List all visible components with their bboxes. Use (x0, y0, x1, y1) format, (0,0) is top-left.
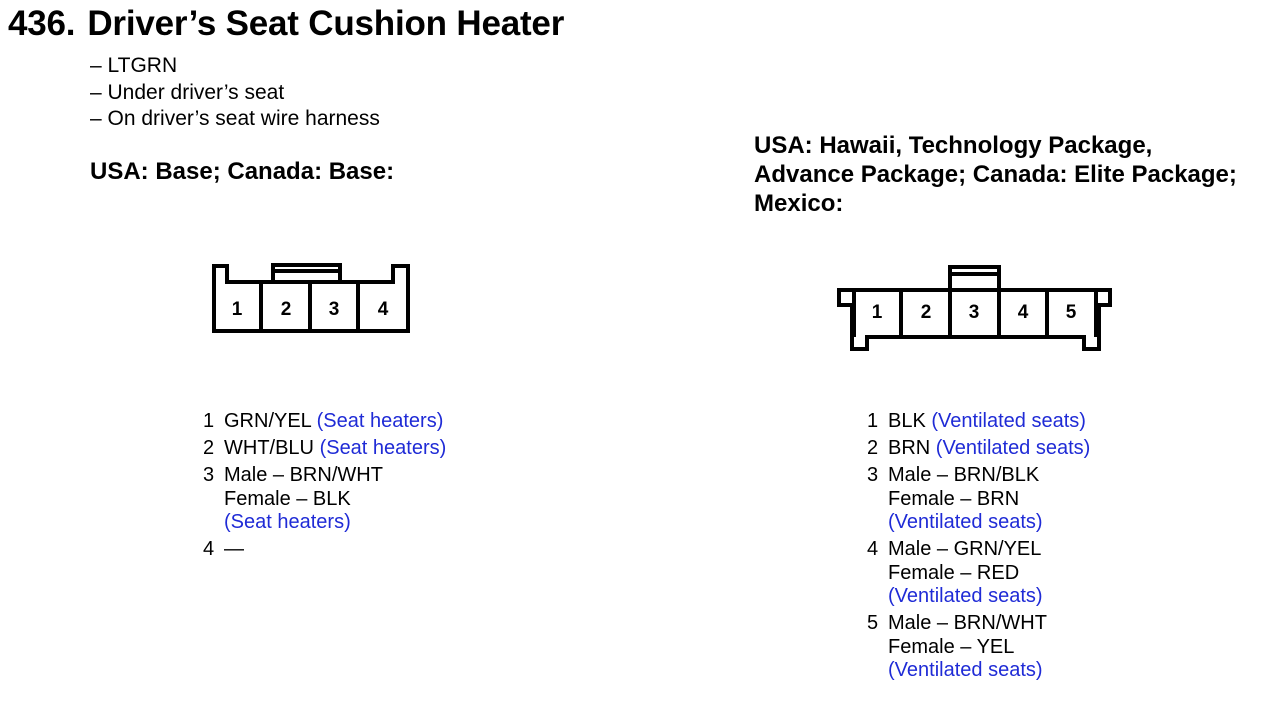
connector-diagram-4-pin: 1 2 3 4 (206, 258, 416, 343)
pin-entry: 1 BLK (Ventilated seats) (867, 410, 1090, 434)
pin-note: (Ventilated seats) (888, 585, 1043, 607)
pin-entry: 2 WHT/BLU (Seat heaters) (203, 437, 446, 461)
pin-wire: GRN/YEL (224, 410, 312, 432)
pin-label: 2 (921, 302, 932, 323)
pin-note: (Seat heaters) (224, 511, 351, 533)
pin-number: 5 (867, 612, 879, 634)
pin-wire-male: Male – GRN/YEL (888, 538, 1042, 560)
variant-heading-base: USA: Base; Canada: Base: (90, 157, 394, 186)
pin-entry: 4 — (203, 538, 446, 562)
pin-wire-female: Female – RED (888, 561, 1020, 584)
variant-heading-package: USA: Hawaii, Technology Package, Advance… (754, 131, 1237, 218)
pin-number: 3 (867, 464, 879, 486)
pin-number: 3 (203, 464, 215, 486)
pin-label: 2 (281, 299, 292, 320)
variant-heading-line: Advance Package; Canada: Elite Package; (754, 161, 1237, 188)
pin-list-base: 1 GRN/YEL (Seat heaters) 2 WHT/BLU (Seat… (203, 410, 446, 565)
pin-label: 3 (329, 299, 340, 320)
connector-title: Driver’s Seat Cushion Heater (87, 4, 565, 43)
pin-label: 5 (1066, 302, 1077, 323)
pin-entry: 1 GRN/YEL (Seat heaters) (203, 410, 446, 434)
pin-wire-female: Female – BLK (224, 487, 351, 510)
pin-wire-male: Male – BRN/WHT (888, 612, 1047, 634)
pin-label: 4 (378, 299, 389, 320)
pin-wire: WHT/BLU (224, 437, 314, 459)
pin-note: (Ventilated seats) (931, 410, 1086, 432)
pin-label: 1 (232, 299, 243, 320)
pin-entry: 5 Male – BRN/WHT Female – YEL (Ventilate… (867, 612, 1090, 683)
pin-note: (Ventilated seats) (935, 437, 1091, 459)
pin-wire-male: Male – BRN/WHT (224, 464, 383, 486)
pin-number: 4 (203, 538, 215, 560)
connector-diagram-5-pin: 1 2 3 4 5 (831, 259, 1119, 360)
pin-note: (Seat heaters) (319, 437, 447, 459)
variant-heading-line: USA: Base; Canada: Base: (90, 158, 395, 185)
pin-number: 1 (867, 410, 879, 432)
pin-wire: BRN (888, 437, 931, 459)
pin-number: 2 (867, 437, 879, 459)
pin-number: 4 (867, 538, 879, 560)
pin-entry: 4 Male – GRN/YEL Female – RED (Ventilate… (867, 538, 1090, 609)
pin-wire-female: Female – BRN (888, 487, 1020, 510)
pin-number: 2 (203, 437, 215, 459)
pin-wire: BLK (888, 410, 926, 432)
variant-heading-line: Mexico: (754, 190, 844, 217)
page-title: 436. Driver’s Seat Cushion Heater (8, 4, 564, 44)
connector-outline-5-pin: 1 2 3 4 5 (837, 265, 1112, 351)
pin-note: (Ventilated seats) (888, 511, 1043, 533)
connector-outline-4-pin: 1 2 3 4 (212, 263, 410, 333)
pin-label: 4 (1018, 302, 1029, 323)
variant-heading-line: USA: Hawaii, Technology Package, (754, 132, 1153, 159)
pin-wire-male: Male – BRN/BLK (888, 464, 1040, 486)
pin-entry: 2 BRN (Ventilated seats) (867, 437, 1090, 461)
detail-harness: – On driver’s seat wire harness (90, 107, 380, 130)
detail-color: – LTGRN (90, 54, 178, 77)
connector-details: – LTGRN – Under driver’s seat – On drive… (90, 53, 380, 133)
pin-wire: — (224, 538, 244, 560)
detail-location: – Under driver’s seat (90, 80, 285, 104)
pin-label: 1 (872, 302, 883, 323)
pin-label: 3 (969, 302, 980, 323)
pin-entry: 3 Male – BRN/BLK Female – BRN (Ventilate… (867, 464, 1090, 535)
pin-note: (Ventilated seats) (888, 659, 1043, 681)
pin-list-package: 1 BLK (Ventilated seats) 2 BRN (Ventilat… (867, 410, 1090, 686)
connector-number: 436. (8, 4, 76, 43)
pin-wire-female: Female – YEL (888, 635, 1015, 658)
pin-entry: 3 Male – BRN/WHT Female – BLK (Seat heat… (203, 464, 446, 535)
pin-note: (Seat heaters) (316, 410, 444, 432)
pin-number: 1 (203, 410, 215, 432)
